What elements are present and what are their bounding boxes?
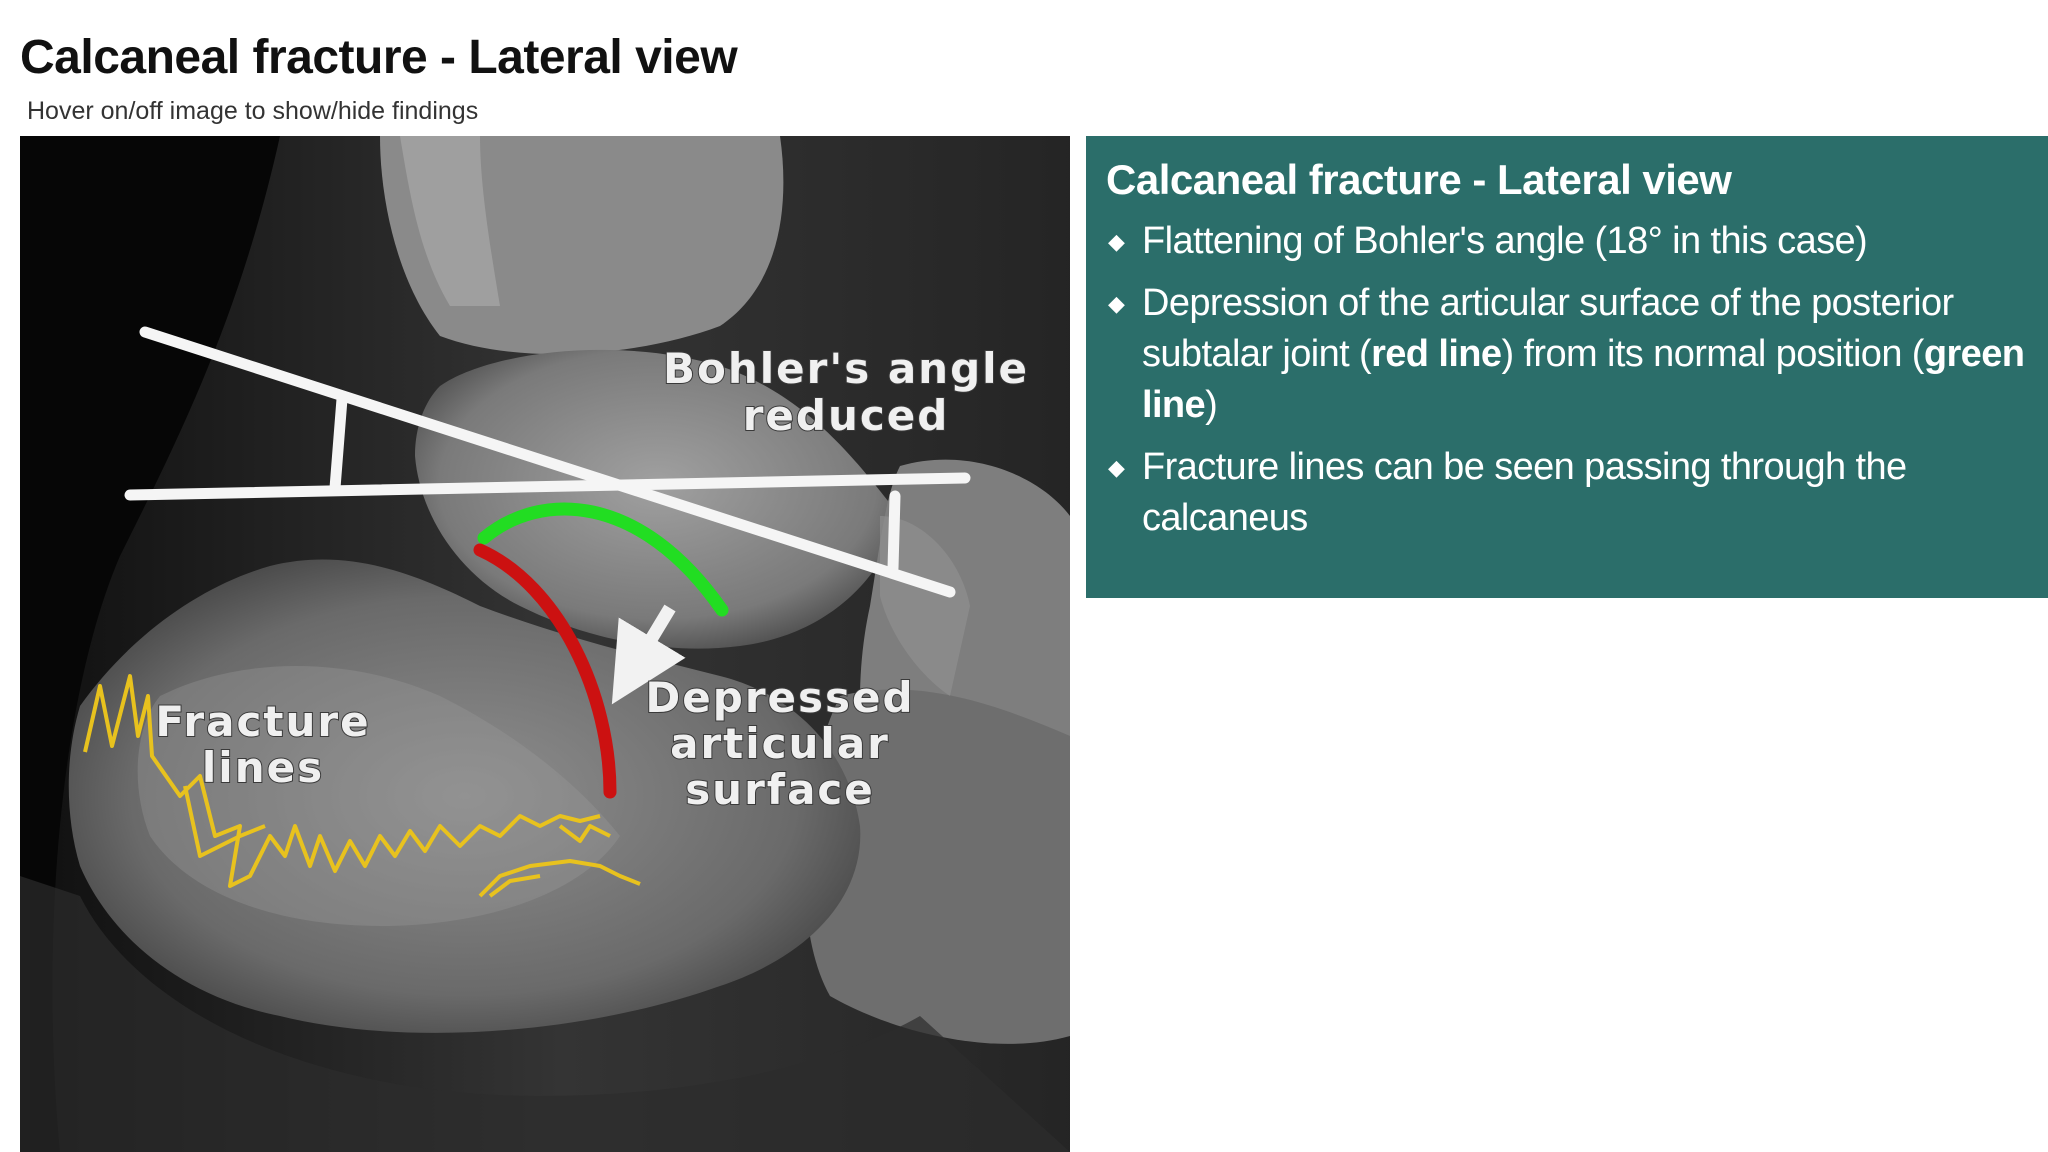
findings-title: Calcaneal fracture - Lateral view — [1106, 156, 1732, 203]
finding-text: Flattening of Bohler's angle (18° in thi… — [1142, 220, 1868, 262]
xray-image[interactable]: Bohler's angle reduced Depressed articul… — [20, 136, 1070, 1152]
finding-text-middle: ) from its normal position ( — [1501, 333, 1924, 375]
diamond-bullet-icon: ◆ — [1108, 229, 1125, 254]
finding-item: ◆ Fracture lines can be seen passing thr… — [1106, 442, 2028, 544]
finding-item: ◆ Depression of the articular surface of… — [1106, 278, 2028, 431]
finding-item: ◆ Flattening of Bohler's angle (18° in t… — [1106, 216, 2028, 267]
label-fracture-line2: lines — [202, 743, 324, 792]
label-fracture-line1: Fracture — [155, 697, 370, 746]
findings-panel: Calcaneal fracture - Lateral view ◆ Flat… — [1086, 136, 2048, 598]
xray-illustration: Bohler's angle reduced Depressed articul… — [20, 136, 1070, 1152]
label-depressed-line3: surface — [685, 765, 875, 814]
hover-hint: Hover on/off image to show/hide findings — [27, 97, 479, 125]
finding-text-end: ) — [1205, 384, 1218, 426]
finding-text-start: Depression of the articular surface of t… — [1142, 282, 1954, 375]
page-title: Calcaneal fracture - Lateral view — [20, 31, 738, 84]
label-depressed-line2: articular — [670, 719, 890, 768]
diamond-bullet-icon: ◆ — [1108, 291, 1125, 316]
diamond-bullet-icon: ◆ — [1108, 455, 1125, 480]
red-line-label: red line — [1371, 333, 1502, 375]
green-line-label: green line — [1142, 333, 2025, 426]
label-bohler-line1: Bohler's angle — [663, 344, 1029, 393]
finding-text: Fracture lines can be seen passing throu… — [1142, 446, 1907, 539]
findings-list: ◆ Flattening of Bohler's angle (18° in t… — [1106, 216, 2028, 544]
label-depressed-line1: Depressed — [645, 673, 914, 722]
label-bohler-line2: reduced — [743, 391, 950, 440]
